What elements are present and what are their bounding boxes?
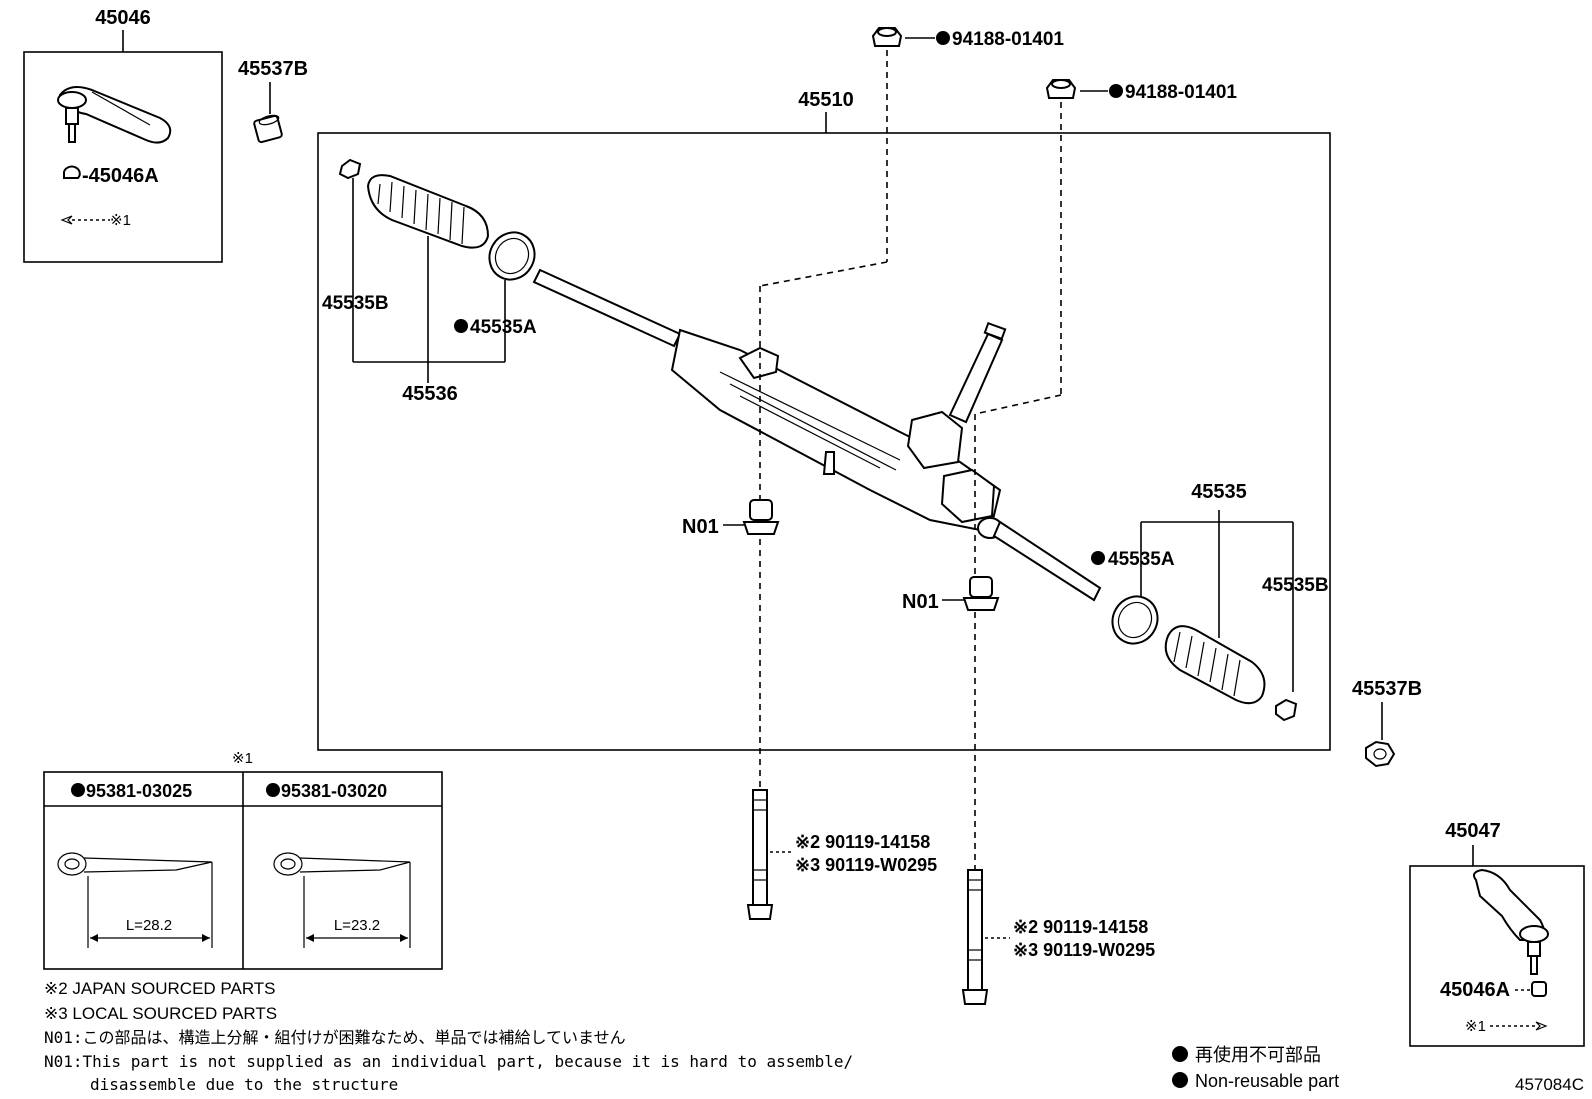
cotter-pin-b-icon: L=23.2: [273, 852, 411, 948]
cotter-pin-a-icon: L=28.2: [57, 852, 213, 948]
part-no-95381-03020[interactable]: 95381-03020: [281, 781, 387, 801]
part-no-45535[interactable]: 45535: [1191, 481, 1247, 503]
notes-block: ※2 JAPAN SOURCED PARTS ※3 LOCAL SOURCED …: [44, 979, 853, 1094]
part-no-94188-01401-a[interactable]: 94188-01401: [952, 29, 1064, 50]
cotter-pin-ref-left: ※1: [60, 212, 131, 229]
note-n01-english-1: N01:This part is not supplied as an indi…: [44, 1052, 853, 1071]
svg-text:L=23.2: L=23.2: [334, 917, 380, 934]
n01-bush-left: N01: [682, 499, 780, 538]
part-no-45510[interactable]: 45510: [798, 89, 854, 111]
note-n01-english-2: disassemble due to the structure: [90, 1075, 398, 1094]
rack-assembly-box: [317, 132, 1331, 751]
tie-rod-end-right-group: 45047 45046A ※1: [1409, 820, 1585, 1047]
bolt-right-local[interactable]: ※3 90119-W0295: [1013, 940, 1155, 960]
part-no-45535b-right[interactable]: 45535B: [1262, 575, 1329, 596]
boot-clamp-left-icon: [338, 158, 362, 180]
bush-45537b-right: 45537B: [1352, 678, 1422, 768]
bolt-left-local[interactable]: ※3 90119-W0295: [795, 855, 937, 875]
part-no-45535a-left[interactable]: 45535A: [470, 317, 537, 338]
boot-right-icon: [1164, 625, 1266, 705]
non-reusable-mark: [1091, 551, 1105, 565]
tie-rod-end-left-box: [23, 51, 223, 263]
bolt-right-japan[interactable]: ※2 90119-14158: [1013, 917, 1148, 937]
legend: 再使用不可部品 Non-reusable part: [1172, 1045, 1339, 1091]
part-no-45535a-right[interactable]: 45535A: [1108, 549, 1175, 570]
part-no-45536[interactable]: 45536: [402, 383, 458, 405]
note-local-sourced: ※3 LOCAL SOURCED PARTS: [44, 1004, 277, 1023]
cotter-pin-table: ※1 95381-03025 95381-03020 L=28.2 L=23.2: [43, 750, 443, 970]
non-reusable-mark: [936, 31, 950, 45]
n01-bush-right: N01: [902, 576, 1000, 613]
note-japan-sourced: ※2 JAPAN SOURCED PARTS: [44, 979, 276, 998]
non-reusable-mark: [71, 783, 85, 797]
tie-rod-end-right-box: [1409, 865, 1585, 1047]
boot-band-left-icon: [488, 231, 536, 281]
non-reusable-mark: [1109, 84, 1123, 98]
boot-band-right-icon: [1111, 595, 1159, 645]
boot-left-icon: [366, 174, 490, 249]
boot-left-assembly: 45535B 45535A 45536: [322, 158, 537, 405]
bolt-left: ※2 90119-14158 ※3 90119-W0295: [746, 789, 937, 920]
part-no-45537b-right[interactable]: 45537B: [1352, 678, 1422, 700]
part-no-94188-01401-b[interactable]: 94188-01401: [1125, 82, 1237, 103]
boot-right-assembly: 45535 45535A 45535B: [1091, 481, 1329, 722]
figure-id: 457084C: [1515, 1075, 1584, 1094]
tie-rod-end-left-group: 45046 -45046A ※1: [23, 7, 223, 263]
part-no-45535b-left[interactable]: 45535B: [322, 293, 389, 314]
castle-nut-icon: [1531, 981, 1547, 997]
nut-94188-top-1: 94188-01401: [871, 27, 1064, 262]
part-no-95381-03025[interactable]: 95381-03025: [86, 781, 192, 801]
svg-text:L=28.2: L=28.2: [126, 917, 172, 934]
label-n01-right[interactable]: N01: [902, 591, 939, 613]
part-no-45046a-right[interactable]: 45046A: [1440, 979, 1510, 1001]
part-no-45537b-left[interactable]: 45537B: [238, 58, 308, 80]
part-no-45047[interactable]: 45047: [1445, 820, 1501, 842]
legend-japanese: 再使用不可部品: [1195, 1045, 1321, 1065]
bush-45537b-left: 45537B: [238, 58, 308, 144]
non-reusable-mark: [266, 783, 280, 797]
cotter-pin-ref-right: ※1: [1465, 1018, 1548, 1035]
part-no-45046a-left[interactable]: -45046A: [82, 165, 159, 187]
part-no-45046[interactable]: 45046: [95, 7, 151, 29]
non-reusable-mark: [454, 319, 468, 333]
tie-rod-end-right-icon: [1473, 868, 1549, 975]
castle-nut-icon: [63, 165, 81, 179]
svg-text:※1[interactable]: ※1: [110, 212, 131, 229]
boot-clamp-right-icon: [1275, 698, 1298, 722]
bolt-left-japan[interactable]: ※2 90119-14158: [795, 832, 930, 852]
tie-rod-end-left-icon: [57, 85, 172, 144]
cotter-pin-table-title: ※1: [232, 750, 253, 767]
note-n01-japanese: N01:この部品は、構造上分解・組付けが困難なため、単品では補給していません: [44, 1028, 626, 1047]
svg-text:※1[interactable]: ※1: [1465, 1018, 1486, 1035]
label-n01-left[interactable]: N01: [682, 516, 719, 538]
steering-rack-body-icon: [532, 268, 1102, 602]
bolt-right: ※2 90119-14158 ※3 90119-W0295: [961, 869, 1155, 1005]
nut-94188-top-2: 94188-01401: [1045, 79, 1237, 395]
legend-english: Non-reusable part: [1195, 1071, 1339, 1091]
